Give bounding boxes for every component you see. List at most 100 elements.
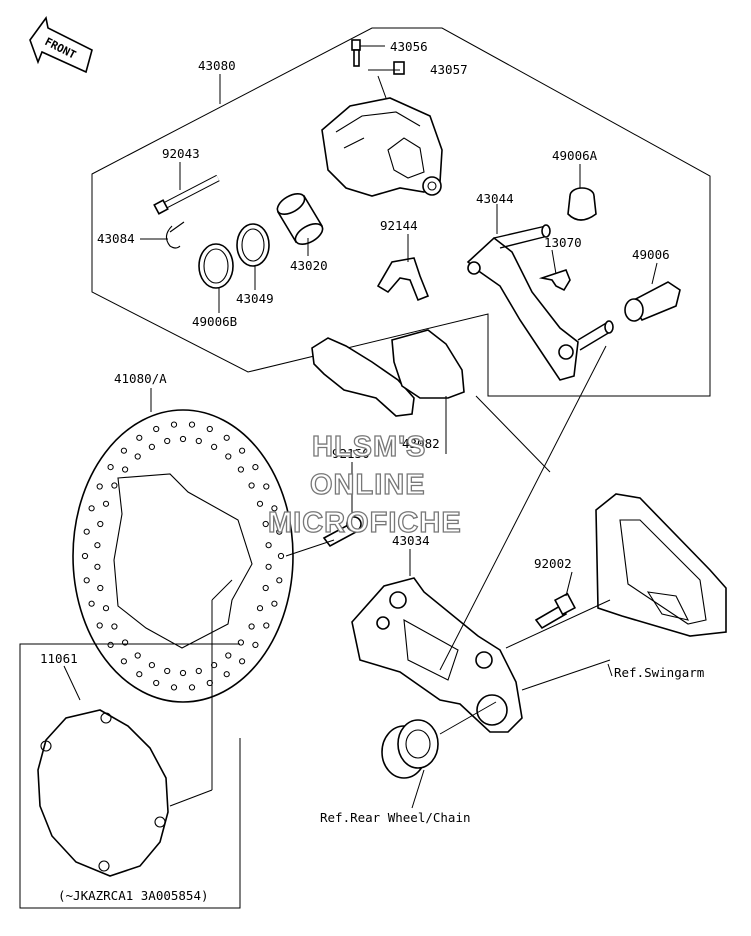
label-43020: 43020 xyxy=(290,258,328,273)
label-43049: 43049 xyxy=(236,291,274,306)
label-92043: 92043 xyxy=(162,146,200,161)
label-43082: 43082 xyxy=(402,436,440,451)
disc-hole xyxy=(256,500,264,507)
disc-hole xyxy=(265,563,272,570)
disc-hole xyxy=(277,552,285,560)
disc-hole xyxy=(223,434,230,441)
disc-hole xyxy=(111,623,118,630)
disc-hole xyxy=(96,622,103,629)
caliper-pin xyxy=(153,174,220,215)
disc-hole xyxy=(237,466,244,473)
disc-hole xyxy=(136,434,143,441)
disc-hole xyxy=(248,482,255,489)
bleeder-screw xyxy=(351,39,361,67)
brake-disc xyxy=(72,409,294,703)
disc-hole xyxy=(107,464,114,471)
disc-hole xyxy=(263,483,270,490)
label-43034: 43034 xyxy=(392,533,430,548)
label-49006b: 49006B xyxy=(192,314,237,329)
disc-hole xyxy=(164,437,171,445)
disc-hole xyxy=(83,577,90,584)
disc-hole xyxy=(153,425,160,433)
disc-holes xyxy=(81,421,285,691)
swingarm xyxy=(595,493,727,637)
label-49006a: 49006A xyxy=(552,148,598,163)
gasket xyxy=(37,709,169,877)
label-43056: 43056 xyxy=(390,39,428,54)
disc-hole xyxy=(107,641,114,649)
disc-hole xyxy=(271,600,278,607)
disc-hole xyxy=(136,671,143,678)
label-92144: 92144 xyxy=(380,218,418,233)
disc-hole xyxy=(120,658,128,665)
disc-hole xyxy=(225,652,232,659)
label-11061: 11061 xyxy=(40,651,78,666)
disc-hole xyxy=(256,605,264,612)
disc-hole xyxy=(263,622,270,629)
disc-hole xyxy=(276,528,283,535)
bracket-bolt xyxy=(534,592,577,630)
disc-hole xyxy=(252,464,259,471)
disc-hole xyxy=(94,542,101,549)
disc-hole xyxy=(223,671,230,678)
watermark: HLSM'S ONLINE MICROFICHE xyxy=(267,430,462,539)
pin-clip xyxy=(165,221,185,249)
disc-hole xyxy=(195,667,202,675)
disc-hole xyxy=(102,605,110,612)
disc-hole xyxy=(134,652,141,659)
disc-hole xyxy=(134,453,141,460)
boot-a xyxy=(567,187,597,221)
disc-hole xyxy=(148,662,155,669)
disc-hole xyxy=(88,600,95,607)
disc-hole xyxy=(179,435,187,443)
disc-hole xyxy=(262,584,269,592)
label-43057: 43057 xyxy=(430,62,468,77)
disc-hole xyxy=(239,658,246,665)
boot xyxy=(624,281,681,322)
disc-hole xyxy=(111,482,118,489)
leader-lines xyxy=(63,45,658,809)
gasket-box xyxy=(19,643,241,909)
disc-hole xyxy=(206,425,213,433)
disc-hole xyxy=(122,466,129,473)
label-43080: 43080 xyxy=(198,58,236,73)
disc-hole xyxy=(265,542,272,549)
disc-hole xyxy=(225,453,232,460)
brake-pads xyxy=(311,329,465,417)
label-49006: 49006 xyxy=(632,247,670,262)
dust-seal xyxy=(198,243,234,289)
serial-note: (~JKAZRCA1 3A005854) xyxy=(58,888,209,903)
caliper-assembly-outline xyxy=(91,27,711,397)
disc-hole xyxy=(88,505,95,512)
torque-bracket xyxy=(351,577,523,733)
bracket-clip xyxy=(538,269,571,292)
label-ref-rear-wheel: Ref.Rear Wheel/Chain xyxy=(320,810,471,825)
disc-hole xyxy=(148,443,155,450)
disc-hole xyxy=(188,421,196,428)
caliper-piston xyxy=(276,192,324,246)
watermark-line1: HLSM'S xyxy=(312,431,426,463)
label-41080-a: 41080/A xyxy=(114,371,167,386)
disc-hole xyxy=(262,520,269,528)
disc-hole xyxy=(153,679,160,687)
caliper-bracket xyxy=(466,224,614,381)
disc-hole xyxy=(211,443,218,450)
label-92150: 92150 xyxy=(332,446,370,461)
disc-hole xyxy=(97,520,104,528)
pad-spring xyxy=(376,257,430,302)
watermark-line3: MICROFICHE xyxy=(268,507,462,539)
label-43084: 43084 xyxy=(97,231,135,246)
wheel-collar xyxy=(381,719,439,779)
disc-hole xyxy=(120,447,128,454)
disc-hole xyxy=(239,447,246,454)
front-arrow: FRONT xyxy=(29,16,93,74)
disc-hole xyxy=(170,421,178,428)
disc-hole xyxy=(83,528,90,535)
label-92002: 92002 xyxy=(534,556,572,571)
disc-hole xyxy=(248,623,255,630)
disc-hole xyxy=(94,563,101,570)
disc-hole xyxy=(179,669,187,677)
label-43044: 43044 xyxy=(476,191,514,206)
disc-hole xyxy=(276,577,283,584)
